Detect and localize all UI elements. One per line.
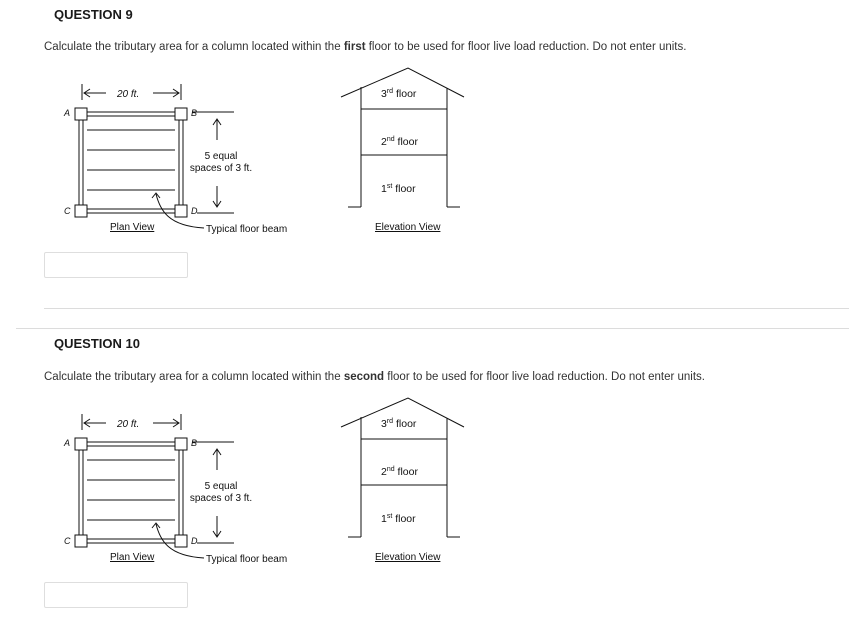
elevation-view-diagram: 3rd floor 2nd floor 1st floor Elevation … — [340, 67, 465, 233]
question-9-answer-input[interactable] — [44, 252, 188, 278]
dimension-label: 20 ft. — [116, 89, 139, 100]
dimension-label: 20 ft. — [116, 419, 139, 430]
floor-2-label: 2nd floor — [381, 466, 418, 478]
prompt-emphasis: first — [343, 41, 366, 53]
elevation-view-diagram: 3rd floor 2nd floor 1st floor Elevation … — [340, 397, 465, 563]
prompt-emphasis: second — [343, 371, 385, 383]
prompt-text-after: floor to be used for floor live load red… — [384, 371, 705, 383]
divider-question-separator — [16, 328, 849, 329]
prompt-text-after: floor to be used for floor live load red… — [365, 41, 687, 53]
node-b-label: B — [191, 438, 197, 448]
node-b-label: B — [191, 108, 197, 118]
node-d-label: D — [191, 536, 198, 546]
question-10-title: QUESTION 10 — [54, 336, 140, 351]
spacing-label-line2: spaces of 3 ft. — [190, 163, 252, 174]
beam-caption: Typical floor beam — [206, 554, 287, 565]
floor-1-label: 1st floor — [381, 183, 416, 195]
prompt-text-before: Calculate the tributary area for a colum… — [44, 41, 344, 53]
question-10-answer-input[interactable] — [44, 582, 188, 608]
divider-inner — [44, 308, 849, 309]
elevation-view-caption: Elevation View — [375, 222, 441, 233]
node-c-label: C — [64, 206, 71, 216]
question-10-prompt: Calculate the tributary area for a colum… — [44, 371, 705, 383]
floor-3-label: 3rd floor — [381, 88, 417, 100]
floor-1-label: 1st floor — [381, 513, 416, 525]
floor-2-label: 2nd floor — [381, 136, 418, 148]
node-d-label: D — [191, 206, 198, 216]
plan-view-diagram: 20 ft. A B C D 5 equal spaces of 3 ft. — [63, 84, 287, 235]
floor-3-label: 3rd floor — [381, 418, 417, 430]
node-c-label: C — [64, 536, 71, 546]
plan-view-diagram: 20 ft. A B C D 5 equal spaces of 3 ft. T… — [63, 414, 287, 565]
plan-view-caption: Plan View — [110, 222, 155, 233]
spacing-label-line1: 5 equal — [205, 151, 238, 162]
node-a-label: A — [63, 438, 70, 448]
prompt-text-before: Calculate the tributary area for a colum… — [44, 371, 344, 383]
elevation-view-caption: Elevation View — [375, 552, 441, 563]
beam-caption: Typical floor beam — [206, 224, 287, 235]
plan-view-caption: Plan View — [110, 552, 155, 563]
spacing-label-line1: 5 equal — [205, 481, 238, 492]
node-a-label: A — [63, 108, 70, 118]
question-9-title: QUESTION 9 — [54, 7, 133, 22]
spacing-label-line2: spaces of 3 ft. — [190, 493, 252, 504]
question-9-prompt: Calculate the tributary area for a colum… — [44, 41, 686, 53]
